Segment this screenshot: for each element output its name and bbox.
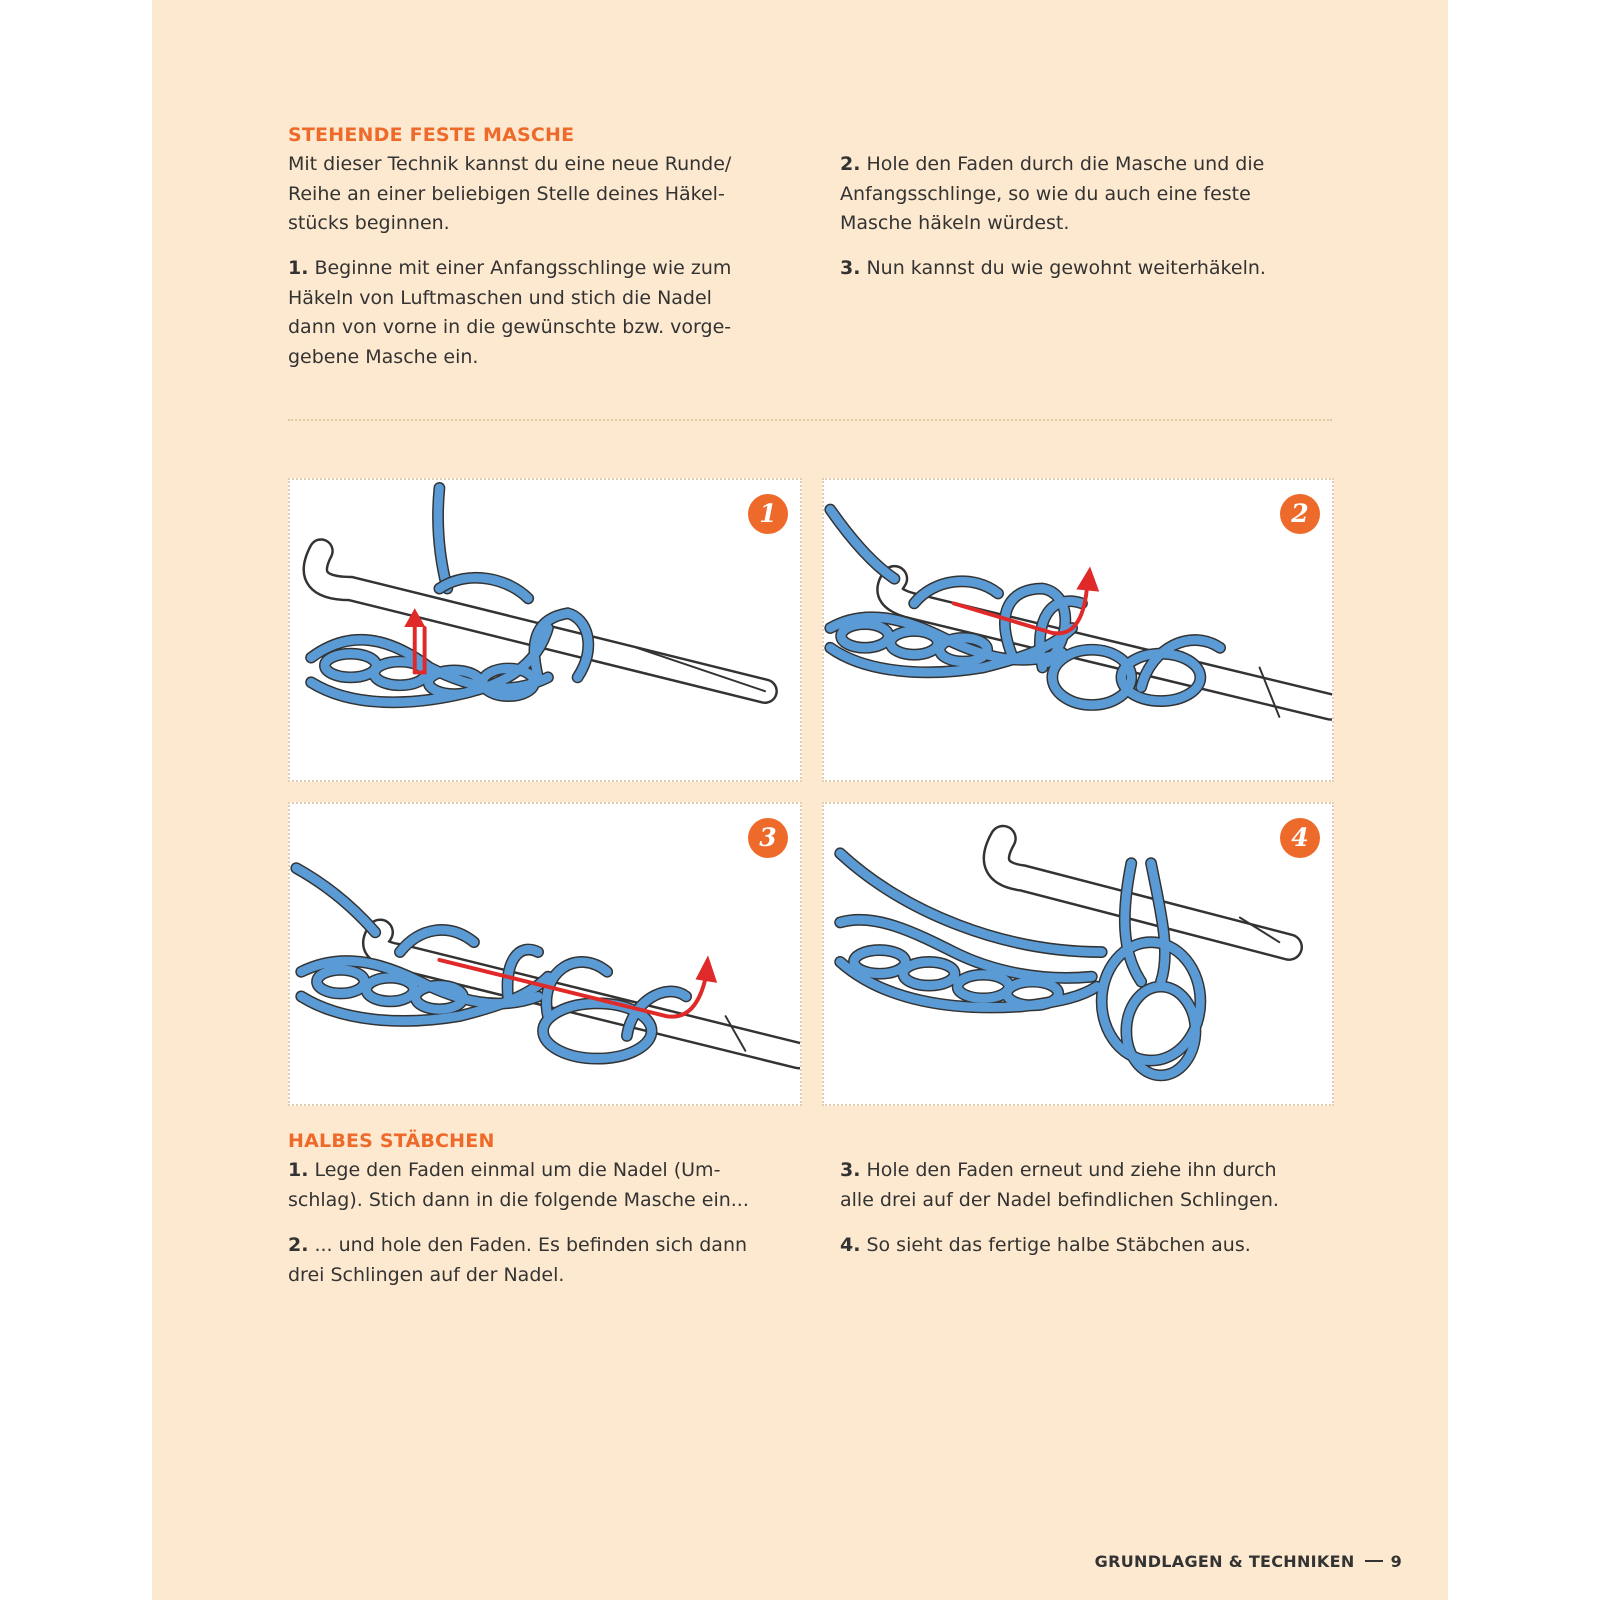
crochet-step-4-illustration	[834, 824, 1303, 1082]
section-title-stehende-feste-masche: STEHENDE FESTE MASCHE	[288, 124, 575, 146]
step-badge-2: 2	[1280, 494, 1320, 534]
section1-intro: Mit dieser Technik kannst du eine neue R…	[288, 153, 732, 235]
page-footer: GRUNDLAGEN & TECHNIKEN 9	[1095, 1552, 1402, 1571]
illustration-panel-4: 4	[822, 802, 1334, 1106]
dotted-divider	[288, 419, 1332, 421]
crochet-step-2-illustration	[824, 503, 1332, 721]
footer-dash	[1364, 1560, 1383, 1562]
crochet-step-3-illustration	[290, 862, 800, 1070]
illustration-panel-2: 2	[822, 478, 1334, 782]
section1-step-2: 2.Hole den Faden durch die Masche und di…	[840, 153, 1265, 235]
section1-step-1: 1.Beginne mit einer Anfangsschlinge wie …	[288, 257, 732, 368]
illustration-panel-3: 3	[288, 802, 802, 1106]
step-badge-4: 4	[1280, 818, 1320, 858]
section2-step-4: 4.So sieht das fertige halbe Stäbchen au…	[840, 1234, 1251, 1256]
page-number: 9	[1390, 1552, 1402, 1571]
section2-step-1: 1.Lege den Faden einmal um die Nadel (Um…	[288, 1159, 749, 1211]
section1-step-3: 3.Nun kannst du wie gewohnt weiterhäkeln…	[840, 257, 1266, 279]
section-title-halbes-staebchen: HALBES STÄBCHEN	[288, 1130, 495, 1152]
step-badge-1: 1	[748, 494, 788, 534]
illustration-panel-1: 1	[288, 478, 802, 782]
page-background	[152, 0, 1448, 1600]
footer-label: GRUNDLAGEN & TECHNIKEN	[1094, 1552, 1355, 1571]
step-badge-3: 3	[748, 818, 788, 858]
section2-step-3: 3.Hole den Faden erneut und ziehe ihn du…	[840, 1159, 1279, 1211]
crochet-step-1-illustration	[302, 481, 778, 709]
section2-step-2: 2.... und hole den Faden. Es befinden si…	[288, 1234, 748, 1286]
